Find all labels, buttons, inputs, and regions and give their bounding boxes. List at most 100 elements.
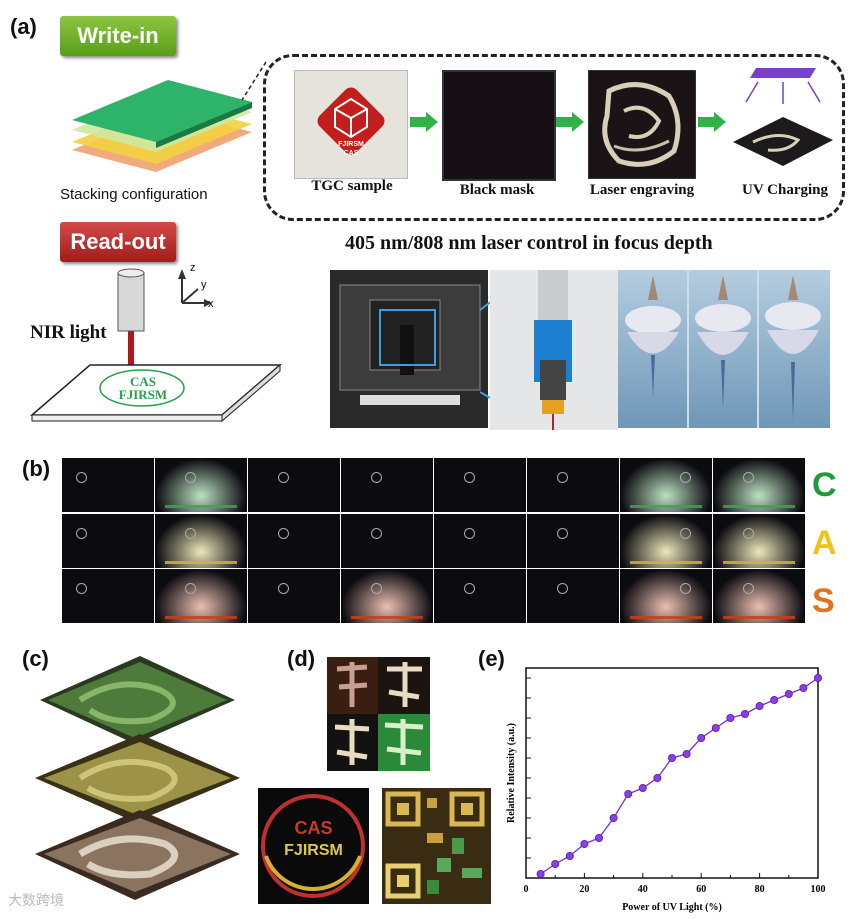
step-uv-charging: UV Charging [742, 182, 828, 198]
lens-3 [765, 275, 821, 422]
data-point [726, 714, 735, 723]
nir-light-label: NIR light [30, 322, 107, 343]
circle-marker [743, 472, 754, 483]
plate-text-cas: CAS [129, 374, 156, 389]
lens-1 [625, 275, 681, 398]
process-box [263, 54, 845, 221]
readout-cell [341, 569, 433, 623]
circle-marker [278, 472, 289, 483]
readout-cell [155, 569, 247, 623]
axis-z-label: z [190, 262, 196, 274]
circle-marker [464, 527, 475, 539]
data-point [624, 789, 633, 798]
data-point [740, 710, 749, 719]
d-text-cas: CAS [294, 818, 333, 838]
arrow-icon [410, 112, 438, 132]
arrow-icon [698, 112, 726, 132]
read-out-label: Read-out [60, 222, 176, 262]
d-text-fjirsm: FJIRSM [284, 842, 343, 859]
plate-text-fjirsm: FJIRSM [118, 387, 168, 402]
panel-c-label: (c) [22, 646, 49, 671]
data-point [667, 754, 676, 763]
glow-line [165, 505, 237, 508]
calligraphy-image [327, 657, 430, 771]
glow-line [630, 560, 702, 564]
laser-engraving-image [588, 70, 696, 179]
readout-cell [62, 458, 154, 512]
engraving-machine-photo [330, 270, 488, 428]
circle-marker [557, 583, 568, 594]
readout-cell [341, 458, 433, 512]
letter-c: C [812, 466, 837, 504]
readout-cell [713, 569, 805, 623]
step-black-mask: Black mask [459, 182, 535, 198]
readout-cell [434, 458, 526, 512]
circle-marker [371, 527, 382, 539]
uv-charging-image [733, 68, 833, 166]
axis-y-label: y [201, 279, 207, 291]
stacked-layers-photo [35, 656, 240, 900]
x-tick-label: 100 [811, 884, 826, 895]
readout-cell [620, 569, 712, 623]
focus-depth-title: 405 nm/808 nm laser control in focus dep… [345, 232, 713, 254]
data-point [609, 813, 618, 822]
x-tick-label: 40 [638, 884, 648, 895]
fjirsm-logo [317, 87, 385, 155]
glow-line [165, 560, 237, 564]
circle-marker [278, 583, 289, 594]
readout-cell [620, 458, 712, 512]
circle-marker [76, 583, 87, 594]
glow-line [723, 505, 795, 508]
lens-2 [695, 275, 751, 410]
circle-marker [76, 527, 87, 539]
readout-cell [248, 513, 340, 568]
write-in-label: Write-in [60, 16, 176, 56]
data-point [653, 774, 662, 783]
circle-marker [557, 527, 568, 539]
panel-d-label: (d) [287, 646, 316, 671]
readout-cell [62, 569, 154, 623]
step-tgc-sample: TGC sample [311, 178, 393, 194]
zoom-lines [241, 61, 267, 101]
cas-fjirsm-image: CAS FJIRSM [258, 788, 369, 904]
readout-cell [341, 513, 433, 568]
data-point [638, 784, 647, 793]
data-point [697, 734, 706, 743]
circle-marker [464, 472, 475, 483]
x-tick-label: 60 [696, 884, 706, 895]
readout-cell [155, 458, 247, 512]
tgc-sample-image: FJIRSM CAS [294, 70, 408, 179]
data-point [580, 839, 589, 848]
circle-marker [76, 472, 87, 483]
glow-line [723, 616, 795, 619]
circle-marker [743, 527, 754, 539]
logo-bottom-text: CAS [343, 150, 359, 157]
stacking-layers [72, 80, 252, 172]
x-tick-label: 0 [524, 884, 529, 895]
x-tick-label: 20 [579, 884, 589, 895]
data-point [755, 702, 764, 711]
stacking-caption: Stacking configuration [60, 186, 208, 203]
x-axis-label: Power of UV Light (%) [622, 902, 722, 913]
readout-cell [527, 513, 619, 568]
glow-line [165, 616, 237, 619]
readout-cell [248, 458, 340, 512]
watermark: 大数跨境 [8, 892, 64, 908]
circle-marker [371, 583, 382, 594]
readout-image-grid [62, 458, 805, 624]
data-point [536, 869, 545, 878]
letter-s: S [812, 582, 835, 620]
circle-marker [278, 527, 289, 539]
circle-marker [185, 583, 196, 594]
readout-cell [62, 513, 154, 568]
data-point [565, 851, 574, 860]
readout-cell [620, 513, 712, 568]
readout-cell [155, 513, 247, 568]
readout-cell [713, 513, 805, 568]
circle-marker [680, 583, 691, 594]
glow-line [723, 560, 795, 564]
readout-cell [248, 569, 340, 623]
letter-a: A [812, 524, 837, 562]
data-point [770, 696, 779, 705]
